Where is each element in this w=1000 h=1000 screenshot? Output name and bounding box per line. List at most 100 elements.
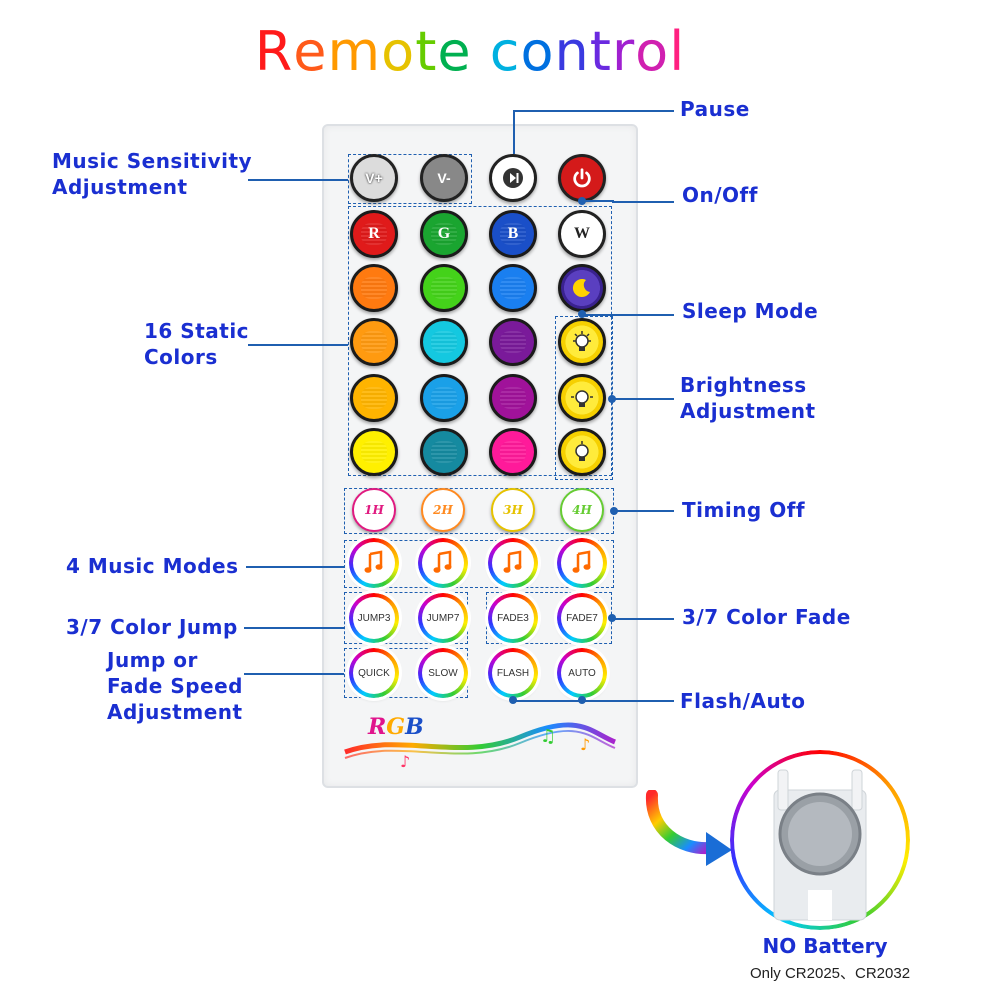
label-color-fade: 3/7 Color Fade (682, 605, 851, 629)
bulb-icon (571, 390, 593, 407)
svg-text:♪: ♪ (580, 735, 590, 754)
logo-letter: R (368, 714, 387, 740)
static-color-button[interactable] (420, 428, 468, 476)
label-sleep-mode: Sleep Mode (682, 299, 819, 323)
callout-line (612, 201, 674, 203)
callout-line (244, 627, 344, 629)
red-button[interactable]: R (350, 210, 398, 258)
title-letter: o (381, 20, 416, 83)
brightness-down-button[interactable] (558, 428, 606, 476)
fade3-button[interactable]: FADE3 (489, 594, 537, 642)
static-color-button[interactable] (489, 318, 537, 366)
callout-line (614, 510, 674, 512)
callout-dot (608, 614, 616, 622)
callout-dot (610, 507, 618, 515)
quick-button[interactable]: QUICK (350, 649, 398, 697)
auto-button[interactable]: AUTO (558, 649, 606, 697)
white-button[interactable]: W (558, 210, 606, 258)
callout-line (246, 566, 344, 568)
green-button[interactable]: G (420, 210, 468, 258)
music-mode-button[interactable] (558, 539, 606, 587)
callout-dot (578, 310, 586, 318)
sensitivity-group-outline (348, 154, 472, 204)
play-pause-button[interactable] (489, 154, 537, 202)
static-colors-group-outline (348, 206, 612, 476)
brightness-mode-button[interactable] (558, 374, 606, 422)
battery-note: Only CR2025、CR2032 (749, 965, 911, 982)
logo-letter: B (405, 714, 424, 740)
static-color-button[interactable] (420, 374, 468, 422)
static-color-button[interactable] (350, 318, 398, 366)
callout-line (248, 344, 348, 346)
title-letter (472, 20, 490, 83)
timer-2h-button[interactable]: 2H (421, 488, 465, 532)
timer-1h-button[interactable]: 1H (352, 488, 396, 532)
music-mode-button[interactable] (419, 539, 467, 587)
title-letter: R (254, 20, 294, 83)
bulb-icon (575, 441, 589, 461)
music-mode-button[interactable] (489, 539, 537, 587)
static-color-button[interactable] (489, 374, 537, 422)
callout-dot (608, 395, 616, 403)
static-color-button[interactable] (489, 264, 537, 312)
timer-label: 2H (433, 503, 453, 517)
static-color-button[interactable] (489, 428, 537, 476)
static-color-button[interactable] (350, 264, 398, 312)
music-note-icon (433, 550, 452, 573)
volume-down-button[interactable]: V- (420, 154, 468, 202)
jump7-button[interactable]: JUMP7 (419, 594, 467, 642)
play-pause-icon (503, 168, 523, 188)
music-note-icon (364, 550, 383, 573)
blue-button[interactable]: B (489, 210, 537, 258)
power-button[interactable] (558, 154, 606, 202)
label-music-modes: 4 Music Modes (66, 554, 239, 578)
jump3-button[interactable]: JUMP3 (350, 594, 398, 642)
fade7-button[interactable]: FADE7 (558, 594, 606, 642)
power-icon (573, 168, 591, 188)
callout-line (582, 200, 614, 202)
title-letter: m (327, 20, 382, 83)
title-letter: t (415, 20, 438, 83)
brightness-up-button[interactable] (558, 318, 606, 366)
label-on-off: On/Off (682, 183, 758, 207)
title-letter: t (589, 20, 612, 83)
sleep-mode-button[interactable] (558, 264, 606, 312)
timer-3h-button[interactable]: 3H (491, 488, 535, 532)
timer-label: 3H (503, 503, 523, 517)
title-letter: e (437, 20, 472, 83)
rainbow-arrow-icon (640, 789, 740, 870)
callout-dot (578, 696, 586, 704)
title-letter: l (669, 20, 686, 83)
battery-circle (730, 750, 910, 930)
volume-up-button[interactable]: V+ (350, 154, 398, 202)
title-letter: o (520, 20, 555, 83)
callout-line (513, 700, 674, 702)
music-mode-button[interactable] (350, 539, 398, 587)
svg-text:♫: ♫ (540, 726, 556, 747)
page-title: Remote control (0, 20, 940, 83)
callout-line (582, 314, 674, 316)
flash-button[interactable]: FLASH (489, 649, 537, 697)
static-color-button[interactable] (350, 428, 398, 476)
music-note-icon (503, 550, 522, 573)
callout-line (244, 673, 344, 675)
label-color-jump: 3/7 Color Jump (66, 615, 238, 639)
timer-4h-button[interactable]: 4H (560, 488, 604, 532)
static-color-button[interactable] (420, 264, 468, 312)
title-letter: n (554, 20, 590, 83)
title-letter: r (611, 20, 636, 83)
static-color-button[interactable] (350, 374, 398, 422)
title-letter: c (489, 20, 521, 83)
callout-line (612, 618, 674, 620)
title-letter: o (635, 20, 670, 83)
music-note-icon (572, 550, 591, 573)
music-modes-group-outline (344, 540, 614, 588)
callout-line (612, 398, 674, 400)
static-color-button[interactable] (420, 318, 468, 366)
slow-button[interactable]: SLOW (419, 649, 467, 697)
callout-line (248, 179, 348, 181)
